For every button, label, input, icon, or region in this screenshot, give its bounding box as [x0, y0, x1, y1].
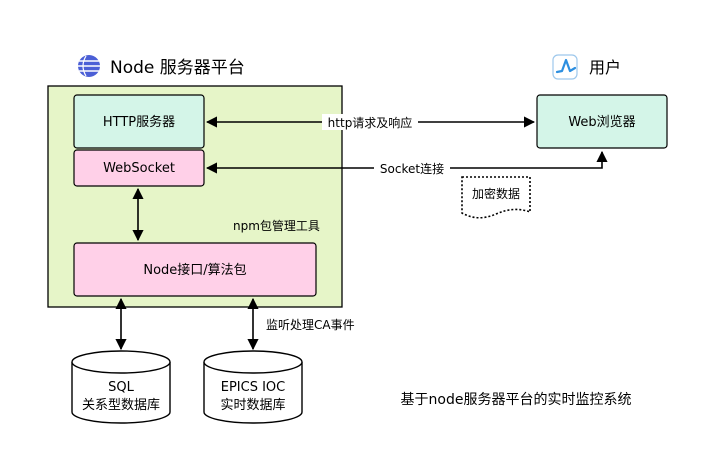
user-label: 用户 — [589, 58, 621, 77]
encrypted-data-note — [461, 176, 531, 219]
npm-label: npm包管理工具 — [233, 218, 320, 233]
http-server-label: HTTP服务器 — [103, 114, 175, 130]
http-label-bg — [322, 114, 418, 130]
browser-label: Web浏览器 — [568, 114, 635, 130]
encrypted-data-label: 加密数据 — [472, 186, 520, 201]
http-link-label: http请求及响应 — [328, 115, 413, 130]
monitor-label: 监听处理CA事件 — [266, 318, 355, 332]
node-api-label: Node接口/算法包 — [143, 262, 246, 278]
socket-label-bg — [374, 160, 450, 176]
websocket-label: WebSocket — [103, 161, 175, 176]
http-server-box — [73, 94, 205, 149]
socket-link-label: Socket连接 — [380, 161, 444, 176]
node-globe-icon — [78, 55, 100, 77]
diagram-caption: 基于node服务器平台的实时监控系统 — [401, 391, 632, 408]
node-api-box — [73, 242, 317, 297]
browser-box — [536, 94, 668, 149]
epics-label: EPICS IOC — [221, 380, 286, 395]
platform-title: Node 服务器平台 — [110, 58, 245, 78]
sql-database-cylinder — [71, 350, 171, 424]
websocket-box — [73, 149, 205, 187]
socket-arrow — [205, 150, 608, 174]
activity-chart-icon — [552, 54, 578, 80]
sql-label: SQL — [108, 380, 134, 395]
sql-sublabel: 关系型数据库 — [82, 397, 160, 413]
epics-database-cylinder — [203, 350, 303, 424]
epics-sublabel: 实时数据库 — [220, 397, 285, 413]
